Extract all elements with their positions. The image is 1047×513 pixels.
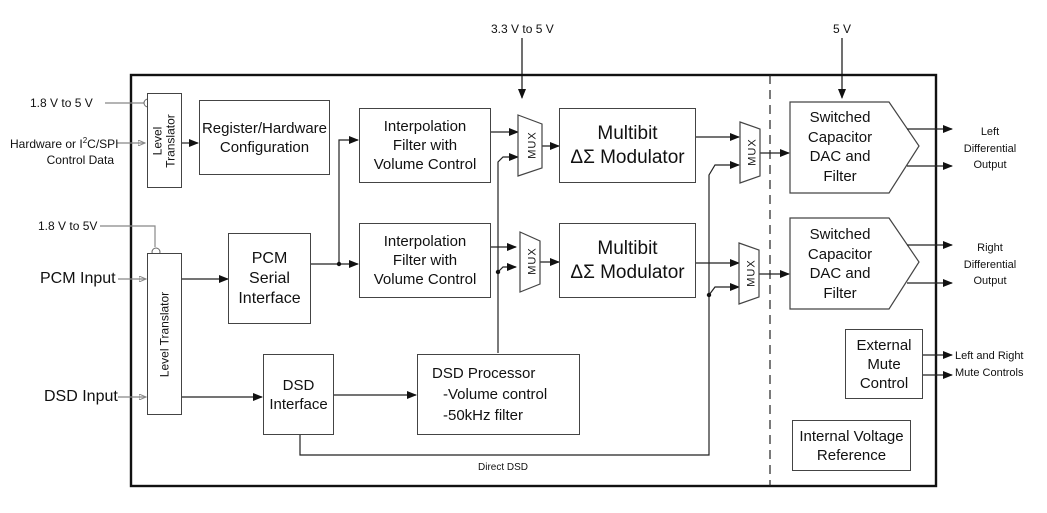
mux-label-top-right: MUX [746, 138, 759, 166]
right-output-label: Right Differential Output [963, 242, 1017, 287]
dsd-interface-block: DSD Interface [263, 354, 334, 435]
supply-label-dac: 5 V [833, 22, 852, 36]
interpolation-filter-top: Interpolation Filter with Volume Control [359, 108, 491, 183]
mux-label-bottom-left: MUX [526, 247, 539, 275]
dac-top-label: Switched Capacitor DAC and Filter [807, 109, 873, 185]
dsd-input-label: DSD Input [44, 388, 118, 405]
pcm-serial-interface-block: PCM Serial Interface [228, 233, 311, 324]
direct-dsd-label: Direct DSD [478, 462, 529, 473]
pcm-input-label: PCM Input [40, 270, 116, 287]
mux-top-left [517, 114, 543, 177]
modulator-bottom: Multibit ΔΣ Modulator [559, 223, 696, 298]
mux-label-bottom-right: MUX [745, 259, 758, 287]
supply-label-top-left: 1.8 V to 5 V [30, 96, 93, 110]
dsd-processor-block: DSD Processor -Volume control -50kHz fil… [417, 354, 580, 435]
mux-bottom-right [738, 242, 760, 305]
supply-label-mid-left: 1.8 V to 5V [38, 219, 98, 233]
control-data-label: Hardware or I2C/SPI Control Data [10, 136, 119, 167]
left-output-label: Left Differential Output [963, 126, 1017, 171]
mux-label-top-left: MUX [526, 131, 539, 159]
chip-boundary [129, 73, 938, 488]
register-config-block: Register/Hardware Configuration [199, 100, 330, 175]
supply-label-modulator: 3.3 V to 5 V [491, 22, 554, 36]
dac-bottom-shape [789, 217, 920, 310]
mux-bottom-left [519, 231, 541, 293]
external-mute-control-block: External Mute Control [845, 329, 923, 399]
internal-voltage-reference-block: Internal Voltage Reference [792, 420, 911, 471]
level-translator-bottom: Level Translator [147, 253, 182, 415]
mute-output-label: Left and Right Mute Controls [955, 350, 1024, 379]
interpolation-filter-bottom: Interpolation Filter with Volume Control [359, 223, 491, 298]
mux-top-right [739, 121, 761, 184]
dac-top-shape [789, 101, 920, 194]
level-translator-top: Level Translator [147, 93, 182, 188]
dac-bottom-label: Switched Capacitor DAC and Filter [807, 226, 873, 302]
modulator-top: Multibit ΔΣ Modulator [559, 108, 696, 183]
